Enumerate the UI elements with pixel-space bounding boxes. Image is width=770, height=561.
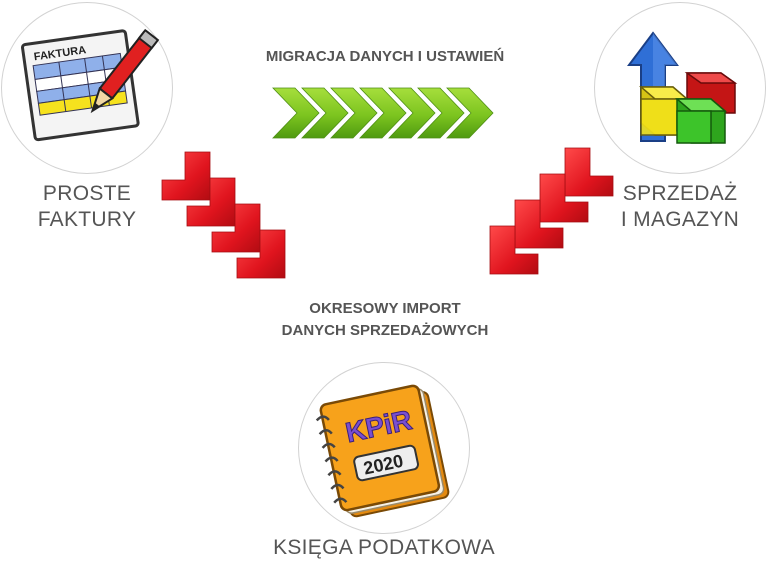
node-circle-proste-faktury: FAKTURA xyxy=(1,2,173,174)
node-label-sprzedaz-magazyn-line-2: I MAGAZYN xyxy=(620,208,740,231)
red-chevrons-down-right-icon xyxy=(161,151,286,279)
import-label-line-1: OKRESOWY IMPORT xyxy=(309,300,461,317)
import-caption: OKRESOWY IMPORT DANYCH SPRZEDAŻOWYCH xyxy=(225,298,545,342)
node-label-proste-faktury-line-1: PROSTE xyxy=(42,182,132,205)
green-chevrons-right-icon xyxy=(272,87,494,139)
node-label-proste-faktury-line-2: FAKTURY xyxy=(37,208,137,231)
migration-caption: MIGRACJA DANYCH I USTAWIEŃ xyxy=(215,46,555,68)
migration-label: MIGRACJA DANYCH I USTAWIEŃ xyxy=(265,48,505,65)
node-label-ksiega-podatkowa-line-1: KSIĘGA PODATKOWA xyxy=(273,536,495,559)
node-circle-ksiega-podatkowa: KPiR 2020 xyxy=(298,362,470,534)
node-label-sprzedaz-magazyn: SPRZEDAŻ I MAGAZYN xyxy=(595,181,765,233)
import-label-line-2: DANYCH SPRZEDAŻOWYCH xyxy=(281,322,489,339)
node-circle-sprzedaz-magazyn xyxy=(594,2,766,174)
node-label-proste-faktury: PROSTE FAKTURY xyxy=(2,181,172,233)
boxes-with-up-arrow-icon xyxy=(627,31,738,144)
node-label-ksiega-podatkowa: KSIĘGA PODATKOWA xyxy=(234,535,534,561)
kpir-notebook-icon: KPiR 2020 xyxy=(315,384,450,518)
red-chevrons-down-left-icon xyxy=(489,147,614,275)
invoice-with-pencil-icon: FAKTURA xyxy=(21,28,160,142)
node-label-sprzedaz-magazyn-line-1: SPRZEDAŻ xyxy=(622,182,738,205)
